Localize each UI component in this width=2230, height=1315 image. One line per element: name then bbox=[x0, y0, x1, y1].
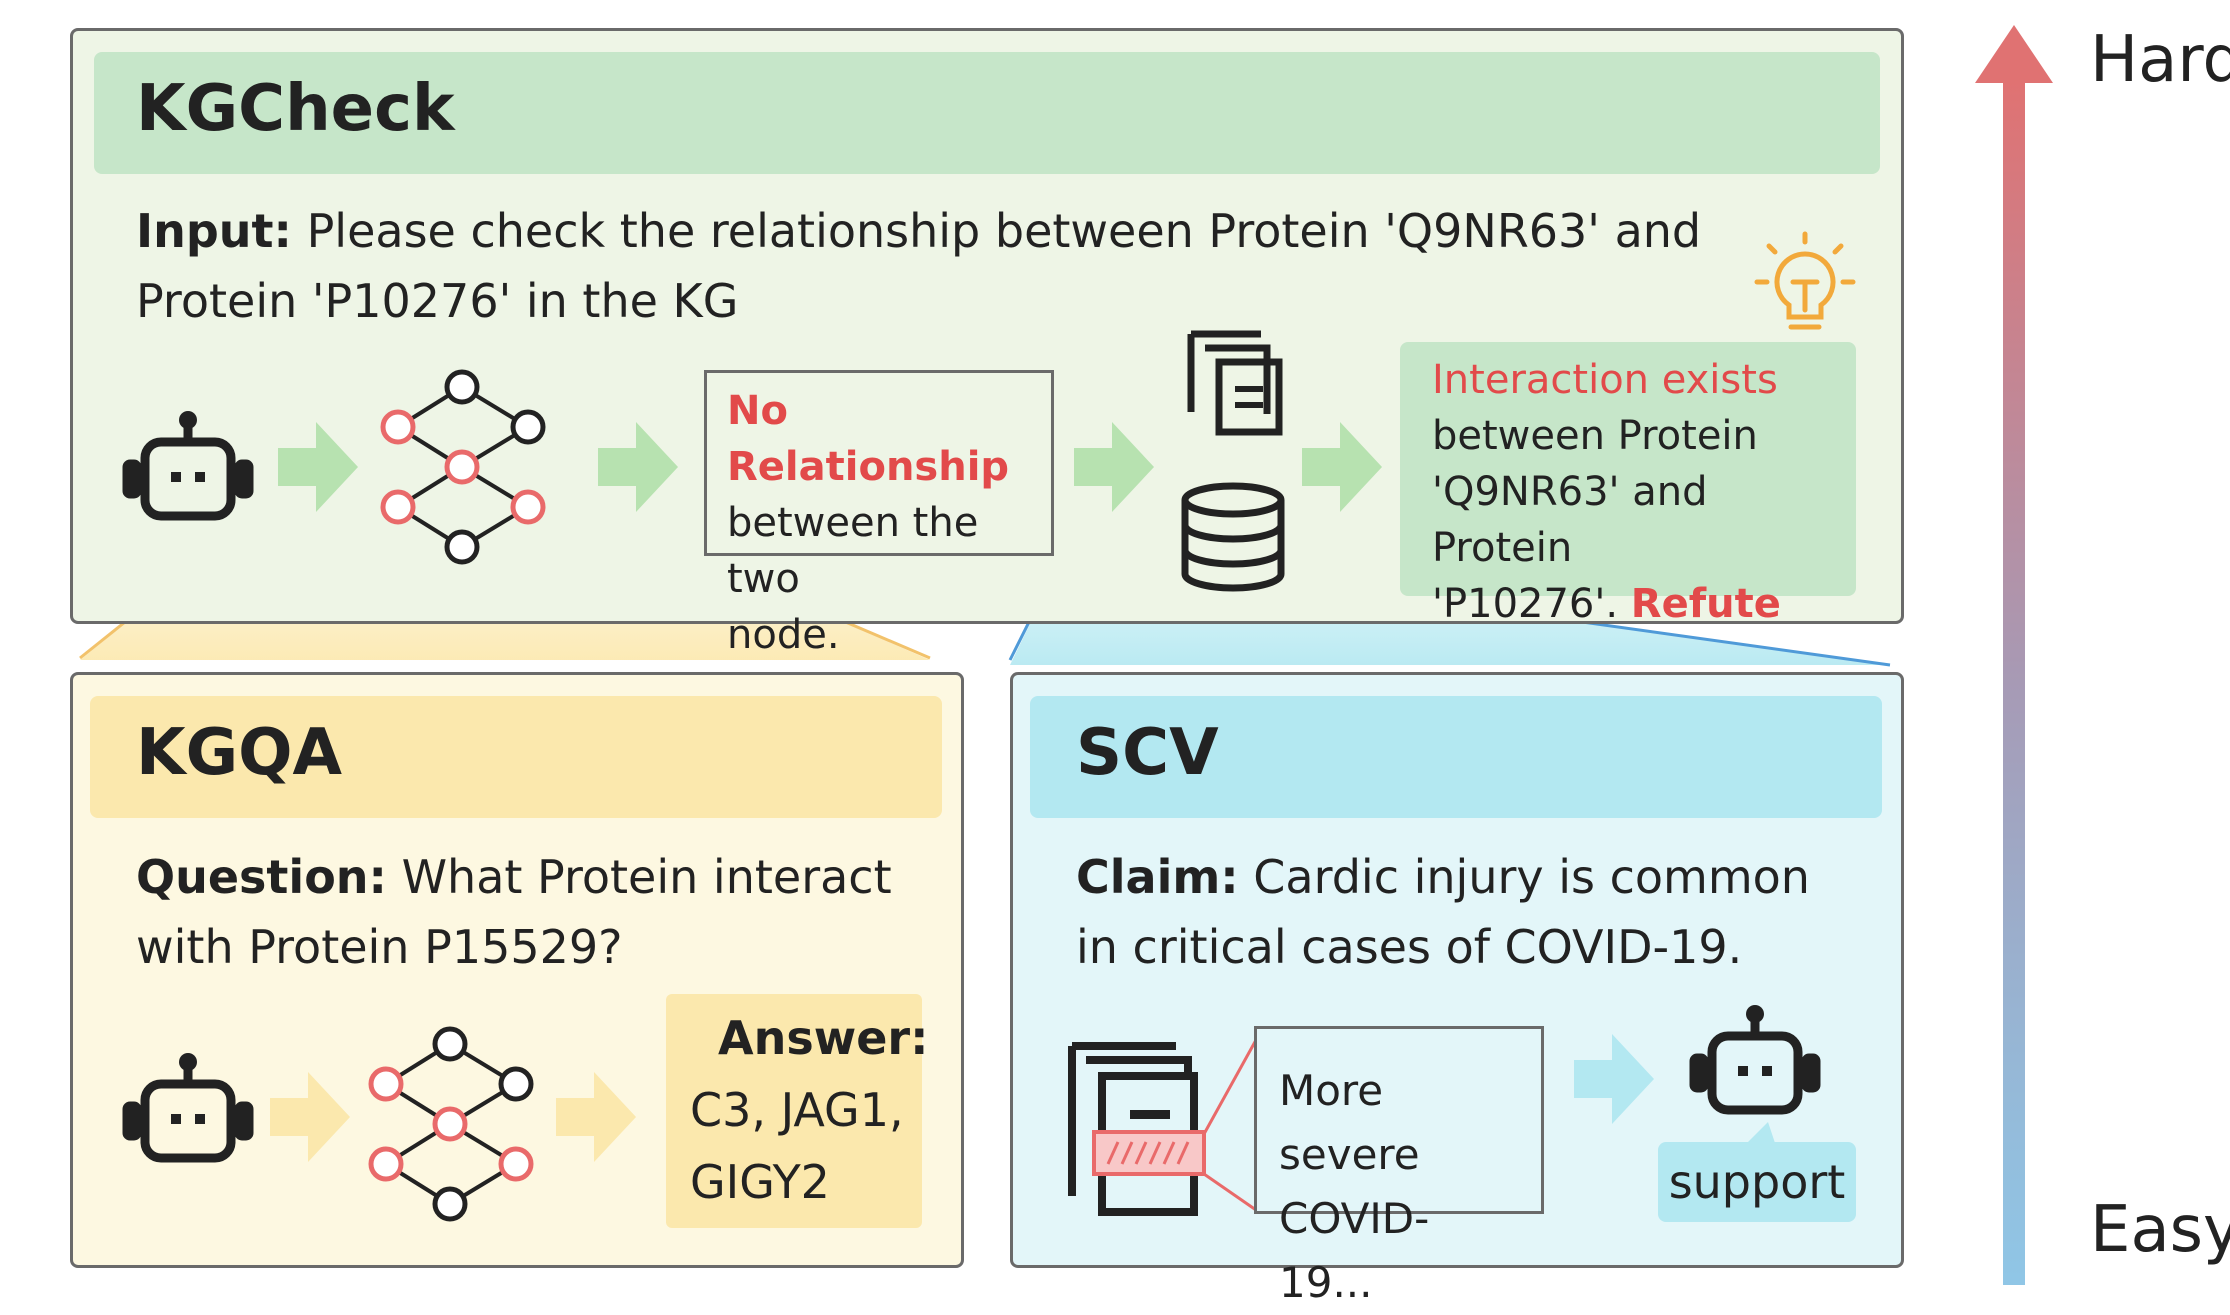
question-line2: with Protein P15529? bbox=[136, 920, 623, 974]
input-line1: Please check the relationship between Pr… bbox=[306, 204, 1702, 258]
evidence-line1: More severe bbox=[1279, 1066, 1420, 1179]
kgcheck-input: Input: Please check the relationship bet… bbox=[136, 196, 1736, 336]
verdict-line4: 'P10276'. bbox=[1432, 581, 1619, 627]
difficulty-hard-label: Hard bbox=[2090, 23, 2230, 97]
lightbulb-icon bbox=[1754, 231, 1856, 330]
kgqa-question: Question: What Protein interact with Pro… bbox=[136, 842, 936, 982]
input-label: Input: bbox=[136, 204, 292, 258]
scv-claim: Claim: Cardic injury is common in critic… bbox=[1076, 842, 1896, 982]
robot-icon bbox=[122, 411, 254, 521]
verdict-line1: Interaction exists bbox=[1432, 357, 1778, 403]
claim-line1: Cardic injury is common bbox=[1253, 850, 1810, 904]
arrow-right-icon bbox=[1574, 1034, 1654, 1124]
verdict-line2: between Protein bbox=[1432, 413, 1758, 459]
answer-line1: C3, JAG1, bbox=[690, 1083, 904, 1137]
scv-zoom-region bbox=[1010, 510, 1890, 665]
arrow-right-icon bbox=[270, 1072, 350, 1162]
robot-icon bbox=[1689, 1005, 1821, 1115]
kgcheck-title-bar bbox=[94, 52, 1880, 174]
kgcheck-title: KGCheck bbox=[136, 72, 455, 146]
kg-result-box: No Relationship between the two node. bbox=[704, 370, 1054, 658]
arrow-right-icon bbox=[1302, 422, 1382, 512]
knowledge-graph-icon bbox=[380, 369, 546, 565]
robot-icon bbox=[122, 1053, 254, 1163]
arrow-right-icon bbox=[556, 1072, 636, 1162]
arrow-right-icon bbox=[598, 422, 678, 512]
kgqa-title-bar bbox=[90, 696, 942, 818]
documents-icon bbox=[1187, 330, 1283, 436]
scv-result-badge: support bbox=[1658, 1142, 1856, 1222]
evidence-line2: COVID-19... bbox=[1279, 1194, 1430, 1307]
arrow-right-icon bbox=[1074, 422, 1154, 512]
arrow-right-icon bbox=[278, 422, 358, 512]
question-line1: What Protein interact bbox=[401, 850, 892, 904]
kg-result-title: No Relationship bbox=[727, 388, 1010, 490]
kg-result-line1: between the two bbox=[727, 500, 979, 602]
question-label: Question: bbox=[136, 850, 387, 904]
kg-result-line2: node. bbox=[727, 612, 840, 658]
database-icon bbox=[1181, 482, 1285, 592]
evidence-box: More severe COVID-19... bbox=[1254, 1026, 1544, 1307]
verdict-line3: 'Q9NR63' and Protein bbox=[1432, 469, 1708, 571]
verdict-label: Refute bbox=[1630, 581, 1781, 627]
knowledge-graph-icon bbox=[368, 1026, 534, 1222]
evidence-document-icon bbox=[1068, 1039, 1258, 1216]
kgcheck-verdict-box: Interaction exists between Protein 'Q9NR… bbox=[1400, 342, 1856, 627]
scv-title-bar bbox=[1030, 696, 1882, 818]
input-line2: Protein 'P10276' in the KG bbox=[136, 274, 739, 328]
scv-title: SCV bbox=[1076, 716, 1219, 790]
kgqa-answer-box: Answer: C3, JAG1, GIGY2 bbox=[666, 994, 929, 1228]
kgqa-title: KGQA bbox=[136, 716, 343, 790]
claim-line2: in critical cases of COVID-19. bbox=[1076, 920, 1743, 974]
answer-line2: GIGY2 bbox=[690, 1155, 830, 1209]
difficulty-arrow bbox=[1975, 25, 2053, 1285]
answer-label: Answer: bbox=[718, 1011, 929, 1065]
difficulty-easy-label: Easy bbox=[2090, 1193, 2230, 1267]
claim-label: Claim: bbox=[1076, 850, 1239, 904]
